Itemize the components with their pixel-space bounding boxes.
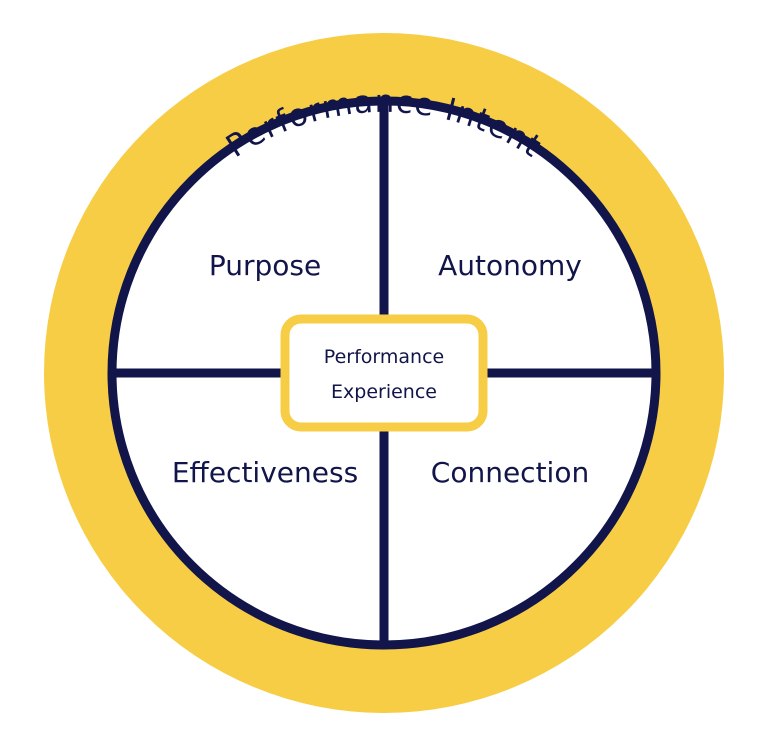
quadrant-label-connection: Connection [431, 456, 589, 489]
quadrant-label-purpose: Purpose [209, 249, 321, 282]
center-label-line1: Performance [324, 346, 444, 368]
center-box [280, 314, 488, 432]
quadrant-label-autonomy: Autonomy [438, 249, 582, 282]
quadrant-label-effectiveness: Effectiveness [172, 456, 358, 489]
center-label-line2: Experience [331, 381, 437, 403]
